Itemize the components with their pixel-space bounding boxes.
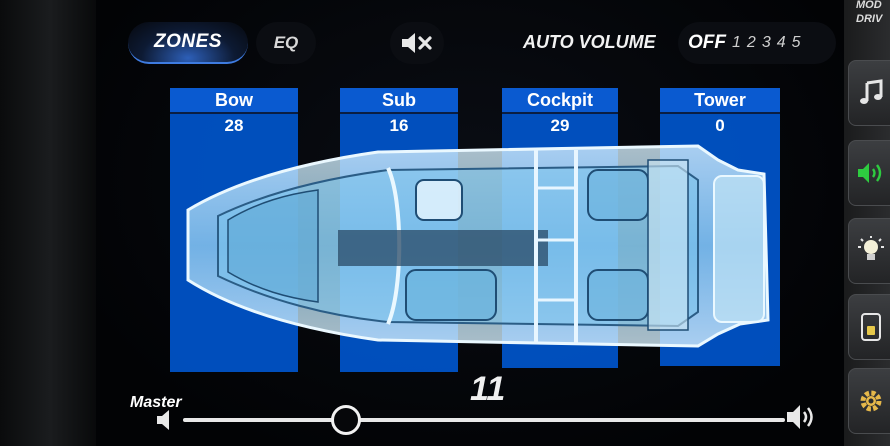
auto-volume-5[interactable]: 5 — [791, 34, 801, 51]
master-label: Master — [130, 394, 182, 411]
sidebar-title: MOD DRIV — [856, 0, 882, 26]
zone-cockpit-label: Cockpit — [502, 88, 618, 114]
slider-knob[interactable] — [331, 405, 361, 435]
auto-volume-off[interactable]: OFF — [688, 32, 726, 53]
zone-bow-value: 28 — [224, 116, 244, 135]
master-volume-value: 11 — [470, 370, 506, 408]
tab-eq-label: EQ — [273, 33, 299, 52]
zone-bow-label: Bow — [170, 88, 298, 114]
sidebar-switch-button[interactable] — [848, 294, 890, 360]
auto-volume-4[interactable]: 4 — [776, 34, 786, 51]
gear-icon — [860, 390, 882, 412]
auto-volume-label: AUTO VOLUME — [523, 32, 656, 52]
tab-eq[interactable]: EQ — [256, 22, 316, 64]
switch-icon — [861, 313, 881, 341]
zone-sub-label: Sub — [340, 88, 458, 114]
lightbulb-icon — [858, 236, 884, 260]
volume-low-icon — [157, 410, 169, 430]
sidebar-title-line1: MOD — [856, 0, 882, 11]
volume-high-icon — [787, 405, 813, 429]
auto-volume-3[interactable]: 3 — [761, 34, 771, 51]
sidebar-lighting-button[interactable] — [848, 218, 890, 284]
sidebar-settings-button[interactable] — [848, 368, 890, 434]
zone-tower-value: 0 — [715, 116, 725, 135]
sidebar-audio-button[interactable] — [848, 140, 890, 206]
zone-cockpit-value: 29 — [550, 116, 570, 135]
top-bar: ZONES EQ AUTO VOLUME OFF 1 2 3 4 5 — [128, 22, 840, 66]
master-volume-slider[interactable] — [155, 402, 820, 438]
sidebar-title-line2: DRIV — [856, 13, 883, 25]
boat-diagram — [186, 144, 770, 348]
zone-tower-label: Tower — [660, 88, 780, 114]
auto-volume-2[interactable]: 2 — [746, 34, 756, 51]
speaker-icon — [858, 163, 882, 183]
screen-bezel — [0, 0, 100, 446]
sidebar-music-button[interactable] — [848, 60, 890, 126]
auto-volume-selector: OFF 1 2 3 4 5 — [678, 22, 836, 64]
tab-zones-label: ZONES — [154, 31, 222, 52]
slider-track[interactable] — [183, 418, 785, 422]
zone-sub-value: 16 — [389, 116, 409, 135]
mute-button[interactable] — [390, 22, 444, 64]
auto-volume-1[interactable]: 1 — [732, 34, 741, 51]
mute-icon — [402, 33, 432, 53]
music-note-icon — [860, 79, 883, 104]
tab-zones[interactable]: ZONES — [128, 22, 248, 64]
